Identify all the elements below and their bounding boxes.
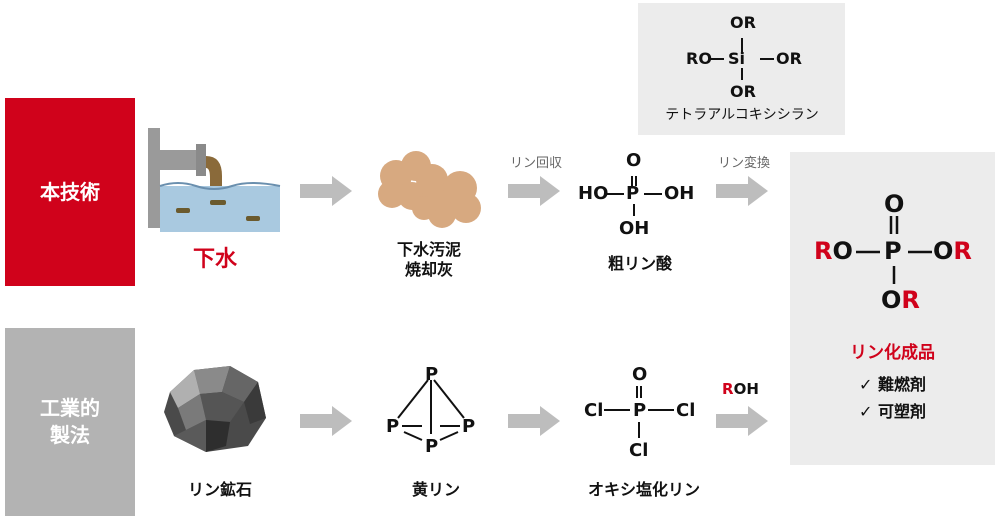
arrow-right-icon [716,176,768,206]
acid-oh-bottom: OH [619,218,650,239]
arrow-right-icon [508,406,560,436]
pocl3-o: O [632,364,648,385]
product-bonds [856,216,932,284]
acid-ho: HO [578,183,609,204]
p4-atom-right: P [462,416,476,437]
arrow-right-icon [716,406,768,436]
pocl3-p: P [633,400,647,421]
product-use-1: ✓ 難燃剤 [859,375,926,394]
silane-left: RO [686,49,712,68]
sewage-pipe-icon [148,128,281,232]
acid-o: O [626,150,642,171]
acid-oh-right: OH [664,183,695,204]
product-use-2: ✓ 可塑剤 [859,402,926,421]
silane-bottom: OR [730,82,756,101]
p4-atom-top: P [425,364,439,385]
product-bottom: OR [881,286,920,314]
pocl3-bonds [604,386,674,438]
sludge-ash-label: 下水汚泥 焼却灰 [396,240,461,279]
pocl3-cl-bottom: Cl [629,440,649,461]
silane-right: OR [776,49,802,68]
conversion-label: リン変換 [717,156,770,171]
row-label-text: 本技術 [40,179,100,204]
crude-acid-label: 粗リン酸 [607,254,672,273]
phosphoric-acid-bonds [606,176,662,216]
silane-top: OR [730,13,756,32]
arrow-right-icon [508,176,560,206]
row-label-industrial-method: 工業的 製法 [5,328,135,516]
row-label-text-line2: 製法 [50,423,90,447]
pocl3-label: オキシ塩化リン [587,480,700,499]
pocl3-cl-left: Cl [584,400,604,421]
sludge-ash-icon [378,151,481,228]
phosphate-rock-icon [164,366,266,452]
product-p: P [884,237,902,265]
roh-label: ROH [722,380,759,398]
arrow-right-icon [300,176,352,206]
product-panel [790,152,995,465]
silane-bonds [710,38,774,80]
product-top-o: O [884,190,905,218]
ore-label: リン鉱石 [187,480,252,499]
row-label-this-technology: 本技術 [5,98,135,286]
row-label-text-line1: 工業的 [40,396,100,420]
p4-bonds [397,379,465,441]
sewage-label: 下水 [192,247,237,272]
product-left: RO [814,237,853,265]
product-right: OR [933,237,972,265]
white-p-label: 黄リン [411,480,460,499]
arrow-right-icon [300,406,352,436]
pocl3-cl-right: Cl [676,400,696,421]
silane-si: Si [728,49,746,68]
p4-atom-bottom: P [425,436,439,457]
recovery-label: リン回収 [509,156,562,171]
acid-p: P [626,183,640,204]
product-name: リン化成品 [850,343,935,363]
p4-atom-left: P [386,416,400,437]
silane-name: テトラアルコキシシラン [665,107,819,123]
